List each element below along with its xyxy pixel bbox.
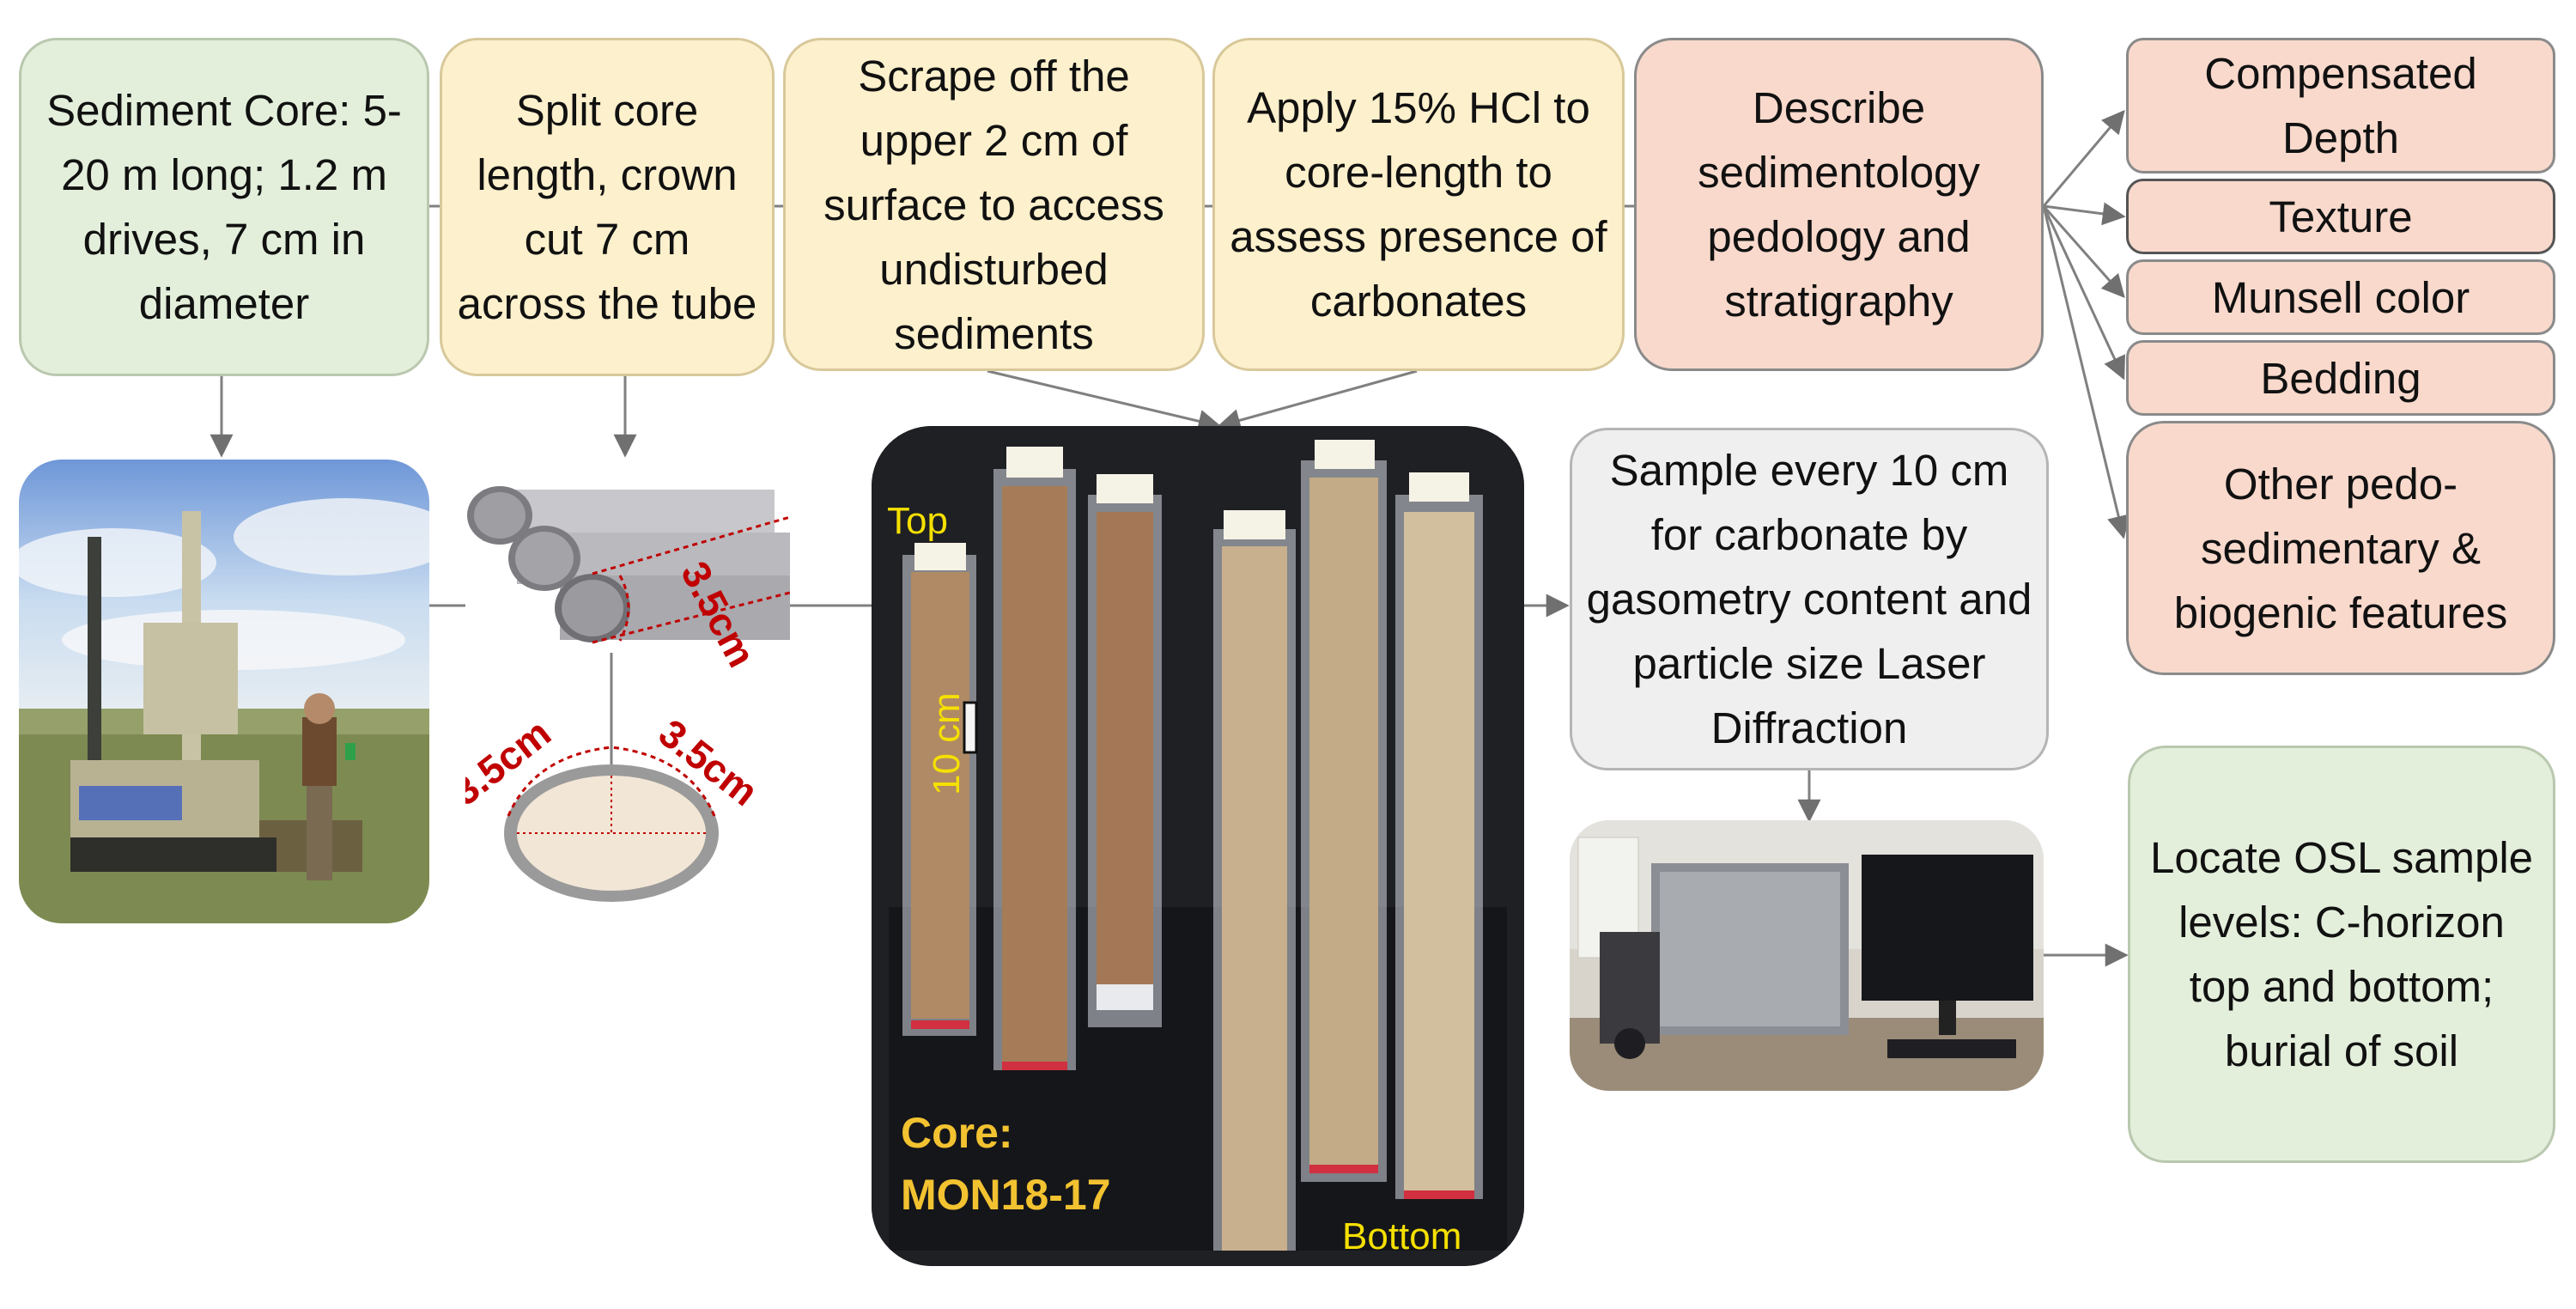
feature-other: Other pedo-sedimentary & biogenic featur… — [2126, 421, 2555, 675]
arrow-describe-to-other — [2044, 206, 2123, 537]
step-split-core: Split core length, crown cut 7 cm across… — [440, 38, 775, 376]
tube-illustration: 3.5cm 3.5cm 3.5cm — [465, 455, 790, 936]
feature-text: Compensated Depth — [2141, 41, 2541, 170]
arrow-describe-to-bedding — [2044, 206, 2123, 378]
core-5 — [1301, 440, 1387, 1182]
core-id-label: MON18-17 — [901, 1171, 1111, 1219]
step-scrape: Scrape off the upper 2 cm of surface to … — [783, 38, 1205, 371]
core-photo: Top 10 cm Core: MON18-17 Bottom — [872, 426, 1524, 1266]
core-6 — [1395, 472, 1483, 1199]
core-top-label: Top — [887, 500, 948, 542]
scale-bar-label: 10 cm — [926, 692, 968, 795]
step-sample: Sample every 10 cm for carbonate by gaso… — [1570, 428, 2049, 770]
core-4 — [1213, 510, 1296, 1251]
core-bottom-label: Bottom — [1342, 1215, 1461, 1257]
feature-texture: Texture — [2126, 179, 2555, 254]
feature-compensated-depth: Compensated Depth — [2126, 38, 2555, 174]
arrow-describe-to-depth — [2044, 112, 2123, 206]
feature-munsell-color: Munsell color — [2126, 259, 2555, 335]
step-text: Scrape off the upper 2 cm of surface to … — [798, 44, 1190, 366]
core-name-label: Core: — [901, 1109, 1013, 1157]
core-3 — [1088, 474, 1162, 1027]
step-describe: Describe sedimentology pedology and stra… — [1634, 38, 2044, 371]
feature-text: Texture — [2269, 185, 2412, 249]
step-text: Describe sedimentology pedology and stra… — [1649, 76, 2029, 333]
feature-bedding: Bedding — [2126, 340, 2555, 416]
step-osl: Locate OSL sample levels: C-horizon top … — [2128, 746, 2555, 1163]
arrow-describe-to-texture — [2044, 206, 2123, 216]
drilling-rig-photo — [19, 460, 429, 923]
arrow-scrape-to-cores — [987, 371, 1219, 426]
step-text: Locate OSL sample levels: C-horizon top … — [2142, 825, 2541, 1083]
laser-diffraction-photo — [1570, 820, 2044, 1091]
step-text: Sediment Core: 5-20 m long; 1.2 m drives… — [33, 78, 415, 336]
feature-text: Other pedo-sedimentary & biogenic featur… — [2141, 452, 2541, 645]
step-sediment-core: Sediment Core: 5-20 m long; 1.2 m drives… — [19, 38, 429, 376]
step-text: Split core length, crown cut 7 cm across… — [454, 78, 760, 336]
feature-text: Munsell color — [2212, 265, 2470, 330]
arrow-hcl-to-cores — [1219, 371, 1417, 426]
step-text: Sample every 10 cm for carbonate by gaso… — [1584, 438, 2034, 760]
core-2 — [993, 447, 1076, 1070]
step-text: Apply 15% HCl to core-length to assess p… — [1227, 76, 1610, 333]
feature-text: Bedding — [2260, 346, 2421, 411]
step-hcl: Apply 15% HCl to core-length to assess p… — [1212, 38, 1625, 371]
